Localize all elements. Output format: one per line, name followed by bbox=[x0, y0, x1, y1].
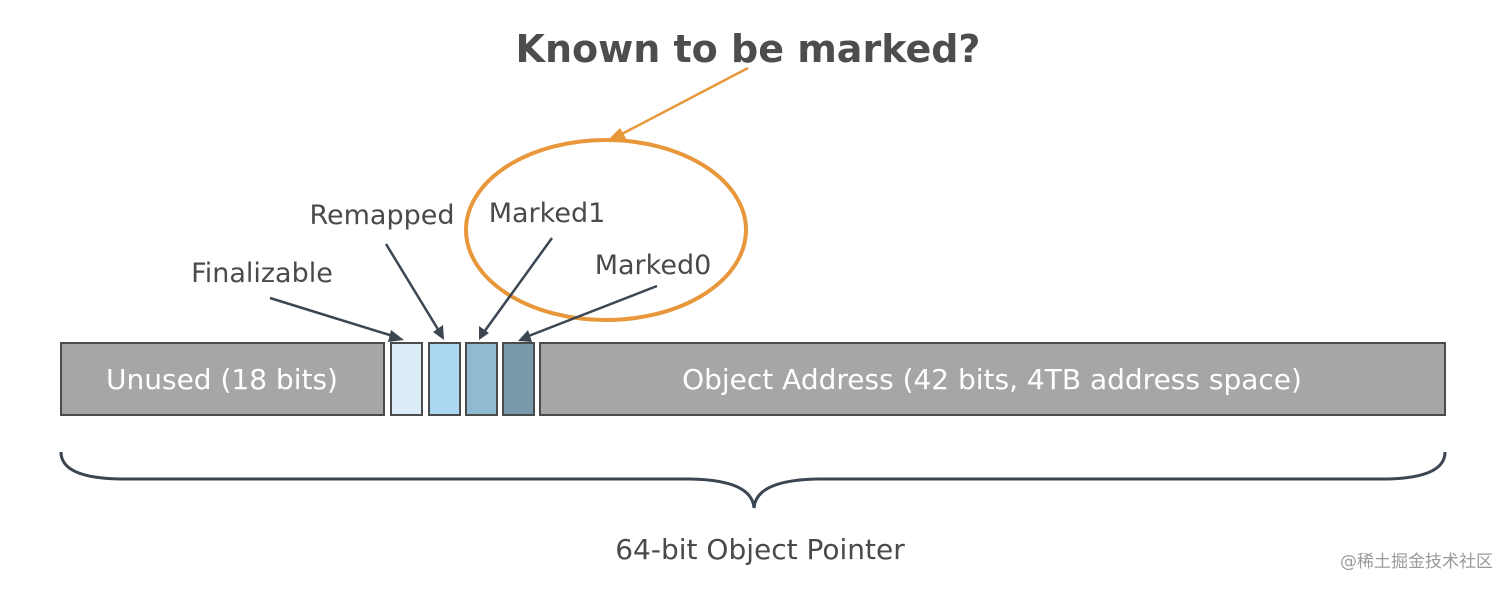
bit-remapped bbox=[428, 342, 461, 416]
arrow-finalizable bbox=[269, 296, 404, 342]
segment-unused: Unused (18 bits) bbox=[60, 342, 385, 416]
segment-object-address-label: Object Address (42 bits, 4TB address spa… bbox=[682, 363, 1302, 396]
curly-brace bbox=[59, 451, 1447, 509]
highlight-arrow bbox=[606, 66, 749, 142]
pointer-caption: 64-bit Object Pointer bbox=[615, 533, 905, 566]
diagram-title: Known to be marked? bbox=[516, 27, 981, 71]
arrow-marked1 bbox=[479, 237, 554, 340]
bit-marked0 bbox=[502, 342, 535, 416]
segment-unused-label: Unused (18 bits) bbox=[106, 363, 338, 396]
label-remapped: Remapped bbox=[309, 200, 454, 231]
label-marked1: Marked1 bbox=[489, 198, 606, 229]
marked-bits-highlight-ellipse bbox=[464, 138, 748, 322]
label-finalizable: Finalizable bbox=[191, 258, 333, 289]
arrow-remapped bbox=[384, 243, 444, 340]
label-marked0: Marked0 bbox=[595, 250, 712, 281]
bit-marked1 bbox=[465, 342, 498, 416]
arrow-marked0 bbox=[518, 284, 658, 342]
segment-object-address: Object Address (42 bits, 4TB address spa… bbox=[539, 342, 1446, 416]
watermark: @稀土掘金技术社区 bbox=[1340, 552, 1493, 572]
bit-finalizable bbox=[390, 342, 423, 416]
